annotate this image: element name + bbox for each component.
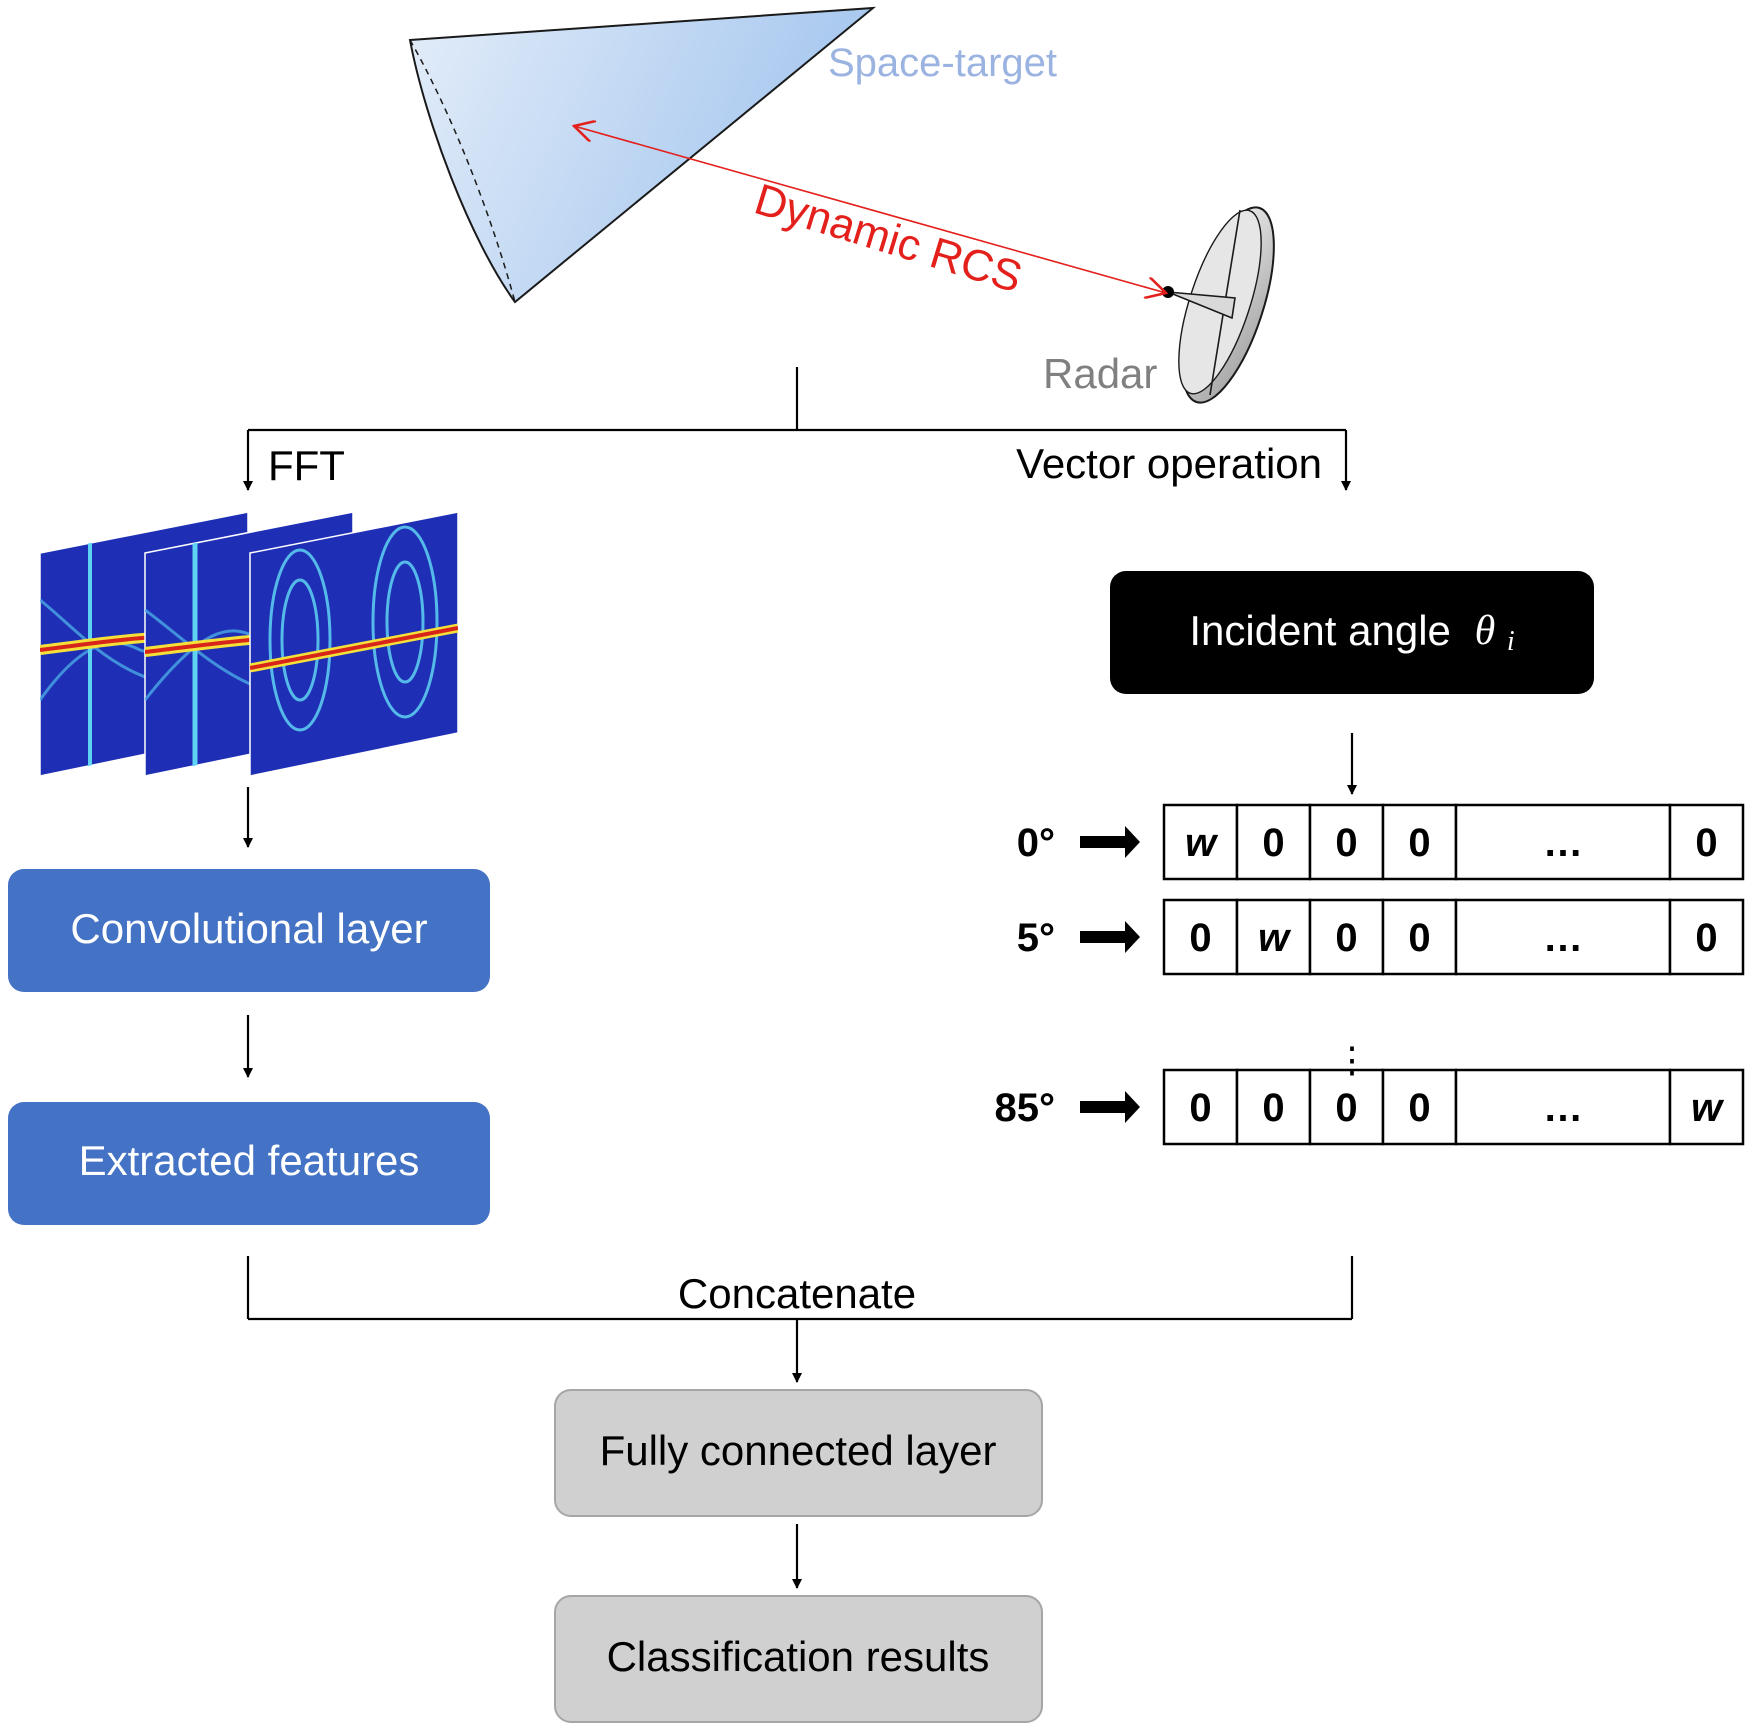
dynamic-rcs-label: Dynamic RCS	[749, 175, 1028, 303]
encoding-cell-value: 0	[1408, 1086, 1430, 1130]
convolutional-layer-label: Convolutional layer	[70, 905, 427, 952]
theta-symbol: θ	[1475, 608, 1496, 654]
encoding-cell-value: 0	[1262, 821, 1284, 865]
encoding-cell	[1668, 803, 1745, 881]
encoding-cell	[1668, 1068, 1745, 1146]
thick-arrow-icon	[1080, 921, 1140, 953]
encoding-cell-value: 0	[1408, 916, 1430, 960]
classification-results-block: Classification results	[554, 1595, 1043, 1723]
fft-label: FFT	[268, 442, 345, 489]
vector-operation-label: Vector operation	[1016, 440, 1322, 487]
encoding-cell-value: w	[1185, 821, 1219, 865]
encoding-row: 85° 0 0 0 0 … w	[995, 1068, 1745, 1146]
fully-connected-layer-label: Fully connected layer	[600, 1427, 997, 1474]
radar-label: Radar	[1043, 350, 1157, 397]
encoding-cell-value: …	[1543, 821, 1583, 865]
encoding-cell-value: 0	[1262, 1086, 1284, 1130]
encoding-cell-value: …	[1543, 1086, 1583, 1130]
incident-angle-block: Incident angle θ i	[1110, 571, 1594, 694]
thick-arrow-icon	[1080, 826, 1140, 858]
encoding-cell	[1668, 898, 1745, 976]
encoding-cell	[1308, 1068, 1385, 1146]
encoding-cell	[1162, 1068, 1239, 1146]
encoding-cell-value: …	[1543, 916, 1583, 960]
radar-dish-icon	[1162, 206, 1275, 404]
encoding-cell-value: 0	[1189, 1086, 1211, 1130]
encoding-cell	[1235, 803, 1312, 881]
angle-label: 0°	[1017, 821, 1055, 865]
encoding-cell	[1454, 898, 1672, 976]
space-target-cone	[408, 6, 877, 304]
fully-connected-layer-block: Fully connected layer	[554, 1389, 1043, 1517]
theta-subscript: i	[1507, 626, 1515, 657]
encoding-cell-value: 0	[1695, 916, 1717, 960]
extracted-features-block: Extracted features	[8, 1102, 490, 1225]
encoding-cell-value: 0	[1189, 916, 1211, 960]
encoding-cell-value: 0	[1335, 1086, 1357, 1130]
merge-connector	[246, 1256, 1354, 1383]
vertical-ellipsis: ⋮	[1334, 1039, 1370, 1080]
encoding-cell	[1235, 898, 1312, 976]
convolutional-layer-block: Convolutional layer	[8, 869, 490, 992]
encoding-cell-value: 0	[1408, 821, 1430, 865]
incident-angle-label: Incident angle	[1189, 607, 1451, 654]
classification-results-label: Classification results	[607, 1633, 990, 1680]
space-target-label: Space-target	[828, 41, 1057, 85]
encoding-cell	[1454, 803, 1672, 881]
angle-label: 85°	[995, 1086, 1056, 1130]
spectrogram-panel	[249, 511, 459, 777]
encoding-cell-value: 0	[1695, 821, 1717, 865]
angle-label: 5°	[1017, 916, 1055, 960]
encoding-cell	[1162, 803, 1239, 881]
encoding-cell-value: w	[1258, 916, 1292, 960]
encoding-cell	[1454, 1068, 1672, 1146]
encoding-cell-value: 0	[1335, 916, 1357, 960]
thick-arrow-icon	[1080, 1091, 1140, 1123]
encoding-cell	[1381, 803, 1458, 881]
encoding-cell	[1162, 898, 1239, 976]
svg-text:Incident angle θ i: Incident angle θ i	[1189, 607, 1514, 657]
encoding-cell-value: 0	[1335, 821, 1357, 865]
split-connector	[243, 367, 1351, 491]
encoding-cell-value: w	[1691, 1086, 1725, 1130]
fft-spectrogram-stack	[39, 511, 459, 777]
dynamic-rcs-arrow	[574, 126, 1166, 293]
concatenate-label: Concatenate	[678, 1270, 916, 1317]
extracted-features-label: Extracted features	[79, 1137, 420, 1184]
encoding-cell	[1308, 898, 1385, 976]
